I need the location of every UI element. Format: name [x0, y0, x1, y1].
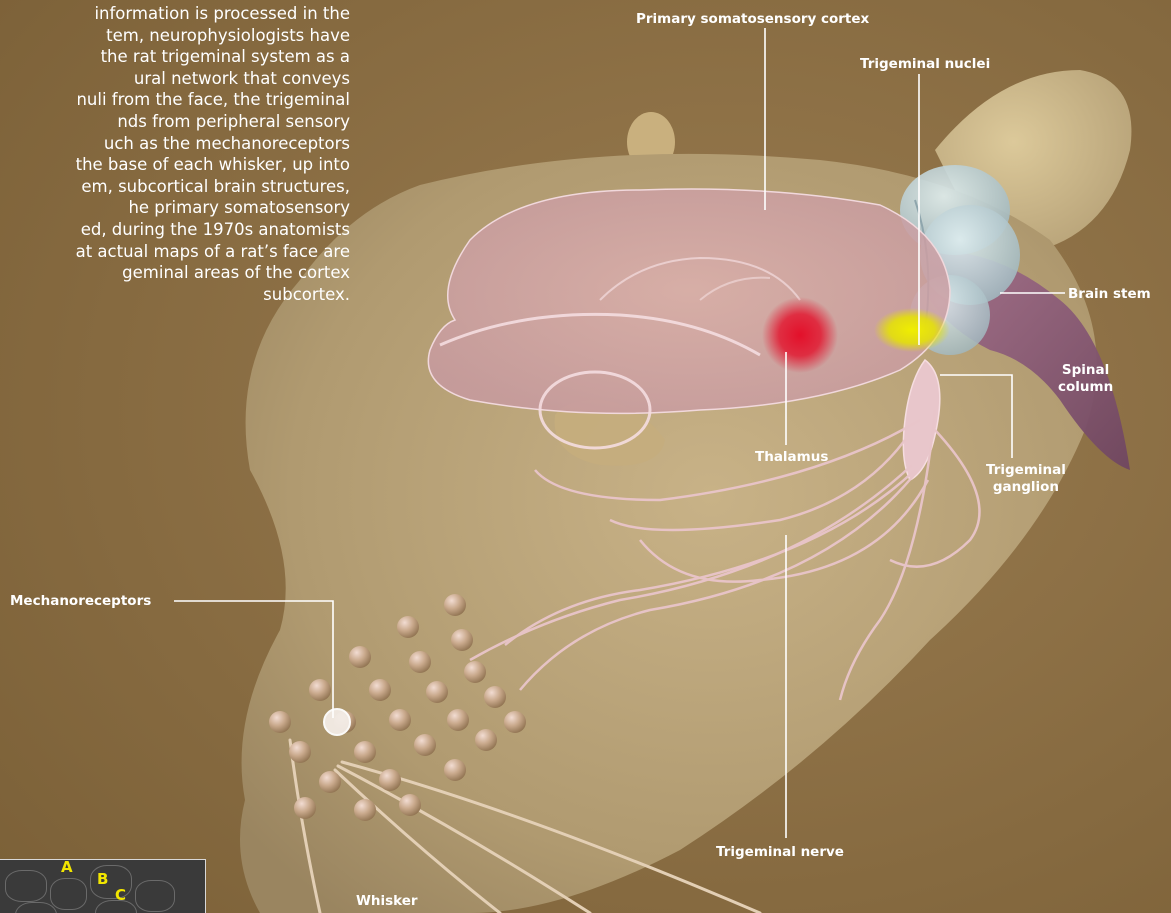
inset-letter-c: C — [115, 886, 126, 904]
inset-letter-b: B — [97, 870, 108, 888]
intro-line: he primary somatosensory — [0, 197, 350, 219]
label-trigeminal-nuclei: Trigeminal nuclei — [860, 56, 990, 73]
label-thalamus: Thalamus — [755, 449, 828, 466]
intro-line: information is processed in the — [0, 3, 350, 25]
label-whisker: Whisker — [356, 893, 418, 910]
intro-line: the rat trigeminal system as a — [0, 46, 350, 68]
intro-line: nuli from the face, the trigeminal — [0, 89, 350, 111]
intro-line: geminal areas of the cortex — [0, 262, 350, 284]
intro-paragraph: information is processed in the tem, neu… — [0, 3, 350, 305]
label-primary-somatosensory-cortex: Primary somatosensory cortex — [636, 11, 869, 28]
intro-line: em, subcortical brain structures, — [0, 176, 350, 198]
label-brain-stem: Brain stem — [1068, 286, 1151, 303]
inset-letter-a: A — [61, 859, 73, 876]
intro-line: at actual maps of a rat’s face are — [0, 241, 350, 263]
label-mechanoreceptors: Mechanoreceptors — [10, 593, 151, 610]
intro-line: ed, during the 1970s anatomists — [0, 219, 350, 241]
label-spinal-column: Spinal column — [1058, 362, 1113, 396]
intro-line: tem, neurophysiologists have — [0, 25, 350, 47]
intro-line: nds from peripheral sensory — [0, 111, 350, 133]
intro-line: ural network that conveys — [0, 68, 350, 90]
intro-line: uch as the mechanoreceptors — [0, 133, 350, 155]
intro-line: subcortex. — [0, 284, 350, 306]
barrel-cortex-inset: A B C — [0, 859, 206, 913]
label-trigeminal-ganglion: Trigeminal ganglion — [986, 462, 1066, 496]
label-trigeminal-nerve: Trigeminal nerve — [716, 844, 844, 861]
intro-line: the base of each whisker, up into — [0, 154, 350, 176]
